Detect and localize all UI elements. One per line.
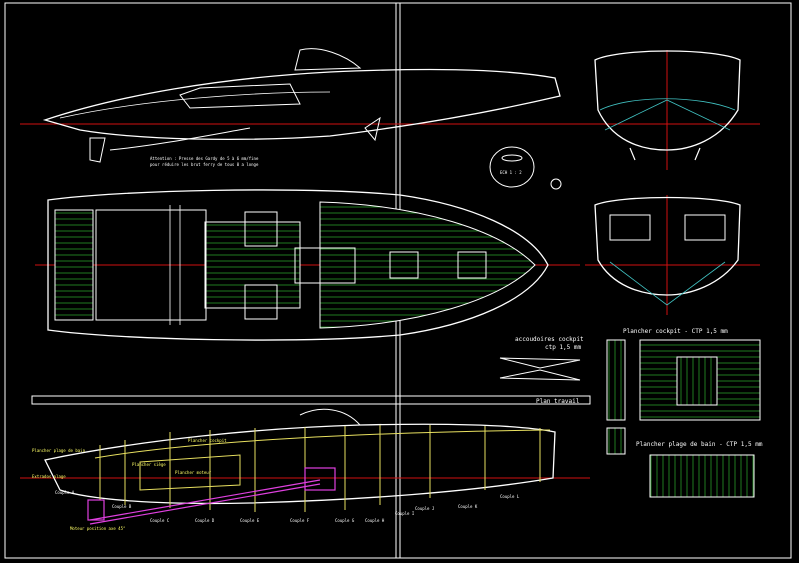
note-line-1: Attention : Presse des Gardy de 5 à 6 mm… (150, 156, 259, 161)
couple-a-label: Couple A (55, 490, 75, 495)
plancher-cockpit-panel: Plancher cockpit - CTP 1,5 mm Plancher p… (606, 328, 763, 498)
front-view (585, 50, 760, 170)
extrados-label: Extrados plage (32, 474, 66, 479)
couple-d-label: Couple D (195, 518, 215, 523)
couple-i-label: Couple I (395, 511, 415, 516)
construction-profile: Plancher plage de bain Extrados plage Pl… (20, 408, 590, 531)
side-profile-view: Attention : Presse des Gardy de 5 à 6 mm… (20, 48, 590, 167)
couple-e-label: Couple E (240, 518, 260, 523)
accoudoirs-ctp-label: ctp 1,5 mm (545, 344, 582, 351)
couple-k-label: Couple K (458, 504, 478, 509)
plan-view (35, 189, 580, 341)
note-line-2: pour réduire les brut ferry de tous 0 a … (150, 162, 259, 167)
plan-travail-label: Plan travail (536, 398, 580, 405)
couple-c-label: Couple C (150, 518, 170, 523)
accoudoirs-label: accoudoires cockpit (515, 336, 584, 343)
couple-b-label: Couple B (112, 504, 132, 509)
accoudoirs-detail: accoudoires cockpit ctp 1,5 mm (499, 336, 584, 381)
plancher-moteur-label: Plancher moteur (175, 470, 212, 475)
couple-f-label: Couple F (290, 518, 310, 523)
couple-l-label: Couple L (500, 494, 520, 499)
plancher-cockpit-label: Plancher cockpit - CTP 1,5 mm (623, 328, 728, 335)
moteur-position-label: Moteur position axe 45° (70, 526, 125, 531)
plancher-plage-label: Plancher plage de bain - CTP 1,5 mm (636, 441, 763, 448)
rear-view (585, 195, 760, 315)
plan-travail-banner: Plan travail (31, 395, 591, 405)
couple-j-label: Couple J (415, 506, 434, 511)
detail-callout: ECH 1 : 2 (489, 146, 562, 190)
couple-h-label: Couple H (365, 518, 385, 523)
plancher-cockpit-yellow-label: Plancher cockpit (188, 438, 227, 443)
couple-g-label: Couple G (335, 518, 355, 523)
sheet-border (4, 2, 792, 559)
plancher-siege-label: Plancher siège (132, 462, 166, 467)
plancher-plage-left-label: Plancher plage de bain (32, 448, 86, 453)
detail-scale: ECH 1 : 2 (500, 170, 522, 175)
